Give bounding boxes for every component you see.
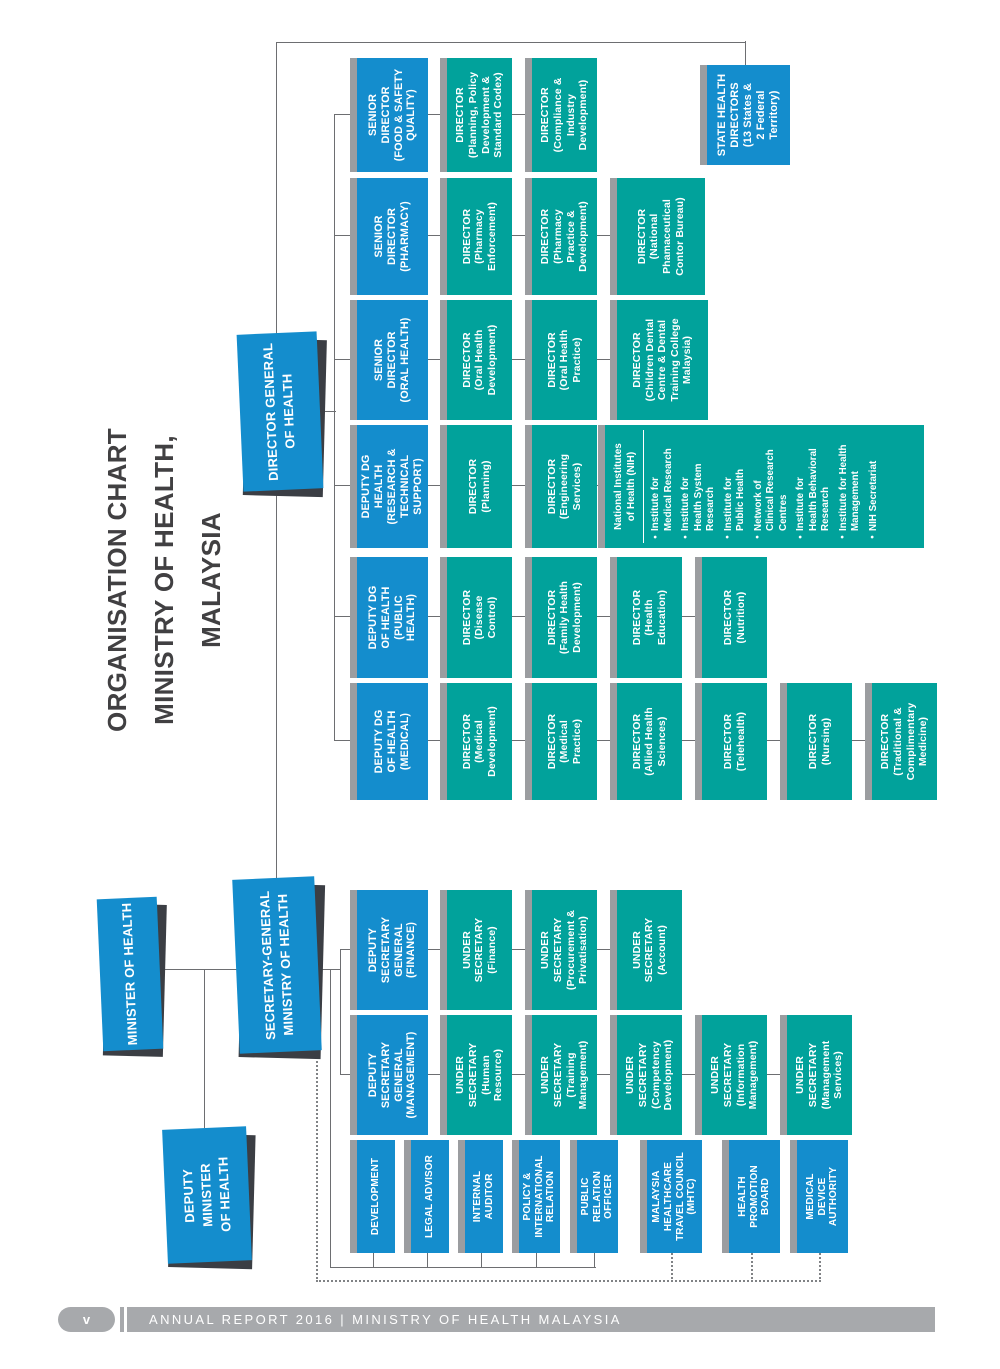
connector-statutory-vertical-dotted [316, 1280, 821, 1282]
chart-title-line2: MINISTRY OF HEALTH, MALAYSIA [148, 435, 226, 725]
org-box-director: DIRECTOR (Children Dental Centre & Denta… [610, 300, 708, 420]
banner-minister-of-health: MINISTER OF HEALTH [96, 896, 167, 1057]
nih-institute-list: Institute for Medical ResearchInstitute … [650, 430, 881, 543]
org-box-nih: National Institutes of Health (NIH) Inst… [598, 425, 924, 548]
org-box-under-secretary: UNDER SECRETARY (Finance) [440, 890, 512, 1010]
org-box-under-secretary: UNDER SECRETARY (Competency Development) [610, 1015, 682, 1135]
org-box-director: DIRECTOR (National Phamaceutical Contor … [610, 178, 705, 295]
nih-institute-item: Institute for Health Behavioral Research [795, 430, 833, 539]
nih-institute-item: Institute for Medical Research [650, 430, 675, 539]
connector-department-stub [372, 1253, 374, 1268]
org-box-finance: DEPUTY SECRETARY GENERAL (FINANCE) [350, 890, 428, 1010]
banner-secretary-general: SECRETARY-GENERAL MINISTRY OF HEALTH [232, 876, 326, 1060]
connector-departments-vertical [330, 1267, 596, 1268]
org-box-research-technical: DEPUTY DG HEALTH (RESEARCH & TECHNICAL S… [350, 425, 428, 548]
org-box-under-secretary: UNDER SECRETARY (Human Resource) [440, 1015, 512, 1135]
org-box-under-secretary: UNDER SECRETARY (Procurement & Privatisa… [525, 890, 597, 1010]
banner-face: MINISTER OF HEALTH [96, 896, 164, 1052]
footer-bar: ANNUAL REPORT 2016 | MINISTRY OF HEALTH … [127, 1307, 935, 1332]
org-box-oral-health: SENIOR DIRECTOR (ORAL HEALTH) [350, 300, 428, 420]
connector-deputy-minister [204, 969, 205, 1128]
org-box-state-health-directors: STATE HEALTH DIRECTORS (13 States & 2 Fe… [700, 65, 790, 165]
footer-separator [120, 1307, 124, 1332]
connector-minister-trunk [162, 969, 238, 970]
connector-department-stub [426, 1253, 428, 1268]
connector-sg-row [340, 949, 341, 1075]
org-box-director: DIRECTOR (Disease Control) [440, 557, 512, 678]
banner-face: SECRETARY-GENERAL MINISTRY OF HEALTH [232, 876, 322, 1054]
org-box-pharmacy: SENIOR DIRECTOR (PHARMACY) [350, 178, 428, 295]
org-box-director: DIRECTOR (Oral Health Practice) [525, 300, 597, 420]
connector-statutory-stub-dotted [751, 1253, 753, 1282]
org-box-department: POLICY & INTERNATIONAL RELATION [512, 1140, 560, 1253]
org-box-director: DIRECTOR (Engineering Services) [525, 425, 597, 548]
nih-institute-item: NIH Secretariat [868, 430, 881, 539]
connector-statutory-stub-dotted [819, 1253, 821, 1282]
banner-secretary-general-label: SECRETARY-GENERAL MINISTRY OF HEALTH [256, 890, 297, 1041]
nih-institute-item: Institute for Public Health [723, 430, 748, 539]
connector-dg-row [334, 114, 335, 741]
nih-header: National Institutes of Health (NIH) [612, 430, 644, 543]
page-footer: v ANNUAL REPORT 2016 | MINISTRY OF HEALT… [0, 1307, 1000, 1332]
org-box-director: DIRECTOR (Pharmacy Practice & Developmen… [525, 178, 597, 295]
org-box-director: DIRECTOR (Planning) [440, 425, 512, 548]
connector-state-vertical [276, 42, 746, 43]
org-box-director: DIRECTOR (Telehealth) [695, 683, 767, 800]
nih-institute-item: Network of Clinical Research Centres [753, 430, 791, 539]
org-box-statutory-body: MALAYSIA HEALTHCARE TRAVEL COUNCIL (MHTC… [640, 1140, 702, 1253]
org-box-department: LEGAL ADVISOR [404, 1140, 449, 1253]
banner-director-general: DIRECTOR GENERAL OF HEALTH [236, 331, 327, 498]
chart-title-line1: ORGANISATION CHART [102, 428, 132, 732]
org-box-under-secretary: UNDER SECRETARY (Training Management) [525, 1015, 597, 1135]
banner-deputy-minister-label: DEPUTY MINISTER OF HEALTH [179, 1156, 234, 1233]
banner-face: DIRECTOR GENERAL OF HEALTH [236, 331, 324, 492]
connector-state-stub [745, 41, 746, 65]
connector-department-stub [536, 1253, 537, 1268]
chart-title: ORGANISATION CHART MINISTRY OF HEALTH, M… [94, 378, 234, 782]
nih-institute-item: Institute for Health System Research [680, 430, 718, 539]
page-number-badge: v [58, 1307, 115, 1332]
org-box-director: DIRECTOR (Family Health Development) [525, 557, 597, 678]
connector-departments-horizontal [330, 969, 331, 1268]
banner-minister-label: MINISTER OF HEALTH [118, 902, 141, 1046]
org-box-director: DIRECTOR (Nutrition) [695, 557, 767, 678]
org-box-under-secretary: UNDER SECRETARY (Information Management) [695, 1015, 767, 1135]
banner-director-general-label: DIRECTOR GENERAL OF HEALTH [259, 342, 298, 482]
org-box-medical: DEPUTY DG OF HEALTH (MEDICAL) [350, 683, 428, 800]
org-box-director: DIRECTOR (Nursing) [780, 683, 852, 800]
org-box-statutory-body: HEALTH PROMOTION BOARD [722, 1140, 780, 1253]
banner-face: DEPUTY MINISTER OF HEALTH [162, 1126, 252, 1264]
org-box-public-health: DEPUTY DG OF HEALTH (PUBLIC HEALTH) [350, 557, 428, 678]
org-box-under-secretary: UNDER SECRETARY (Account) [610, 890, 682, 1010]
footer-text: ANNUAL REPORT 2016 | MINISTRY OF HEALTH … [149, 1312, 622, 1327]
org-box-director: DIRECTOR (Allied Health Sciences) [610, 683, 682, 800]
org-box-director: DIRECTOR (Pharmacy Enforcement) [440, 178, 512, 295]
org-box-food-safety: SENIOR DIRECTOR (FOOD & SAFETY QUALITY) [350, 58, 428, 172]
org-box-under-secretary: UNDER SECRETARY (Management Services) [780, 1015, 852, 1135]
org-box-director: DIRECTOR (Oral Health Development) [440, 300, 512, 420]
connector-statutory-stub-dotted [671, 1253, 673, 1282]
org-box-department: INTERNAL AUDITOR [458, 1140, 503, 1253]
connector-department-stub [594, 1253, 595, 1268]
org-box-statutory-body: MEDICAL DEVICE AUTHORITY [790, 1140, 848, 1253]
org-box-director: DIRECTOR (Planning, Policy Development &… [440, 58, 512, 172]
org-box-department: PUBLIC RELATION OFFICER [570, 1140, 618, 1253]
org-box-director: DIRECTOR (Health Education) [610, 557, 682, 678]
org-box-department: DEVELOPMENT [350, 1140, 395, 1253]
org-box-management: DEPUTY SECRETARY GENERAL (MANAGEMENT) [350, 1015, 428, 1135]
org-box-director: DIRECTOR (Medical Practice) [525, 683, 597, 800]
banner-deputy-minister-of-health: DEPUTY MINISTER OF HEALTH [162, 1126, 256, 1270]
nih-institute-item: Institute for Health Management [838, 430, 863, 539]
org-box-director: DIRECTOR (Compliance & Industry Developm… [525, 58, 597, 172]
org-box-director: DIRECTOR (Medical Development) [440, 683, 512, 800]
connector-department-stub [480, 1253, 482, 1268]
org-box-director: DIRECTOR (Traditional & Complimentary Me… [865, 683, 937, 800]
